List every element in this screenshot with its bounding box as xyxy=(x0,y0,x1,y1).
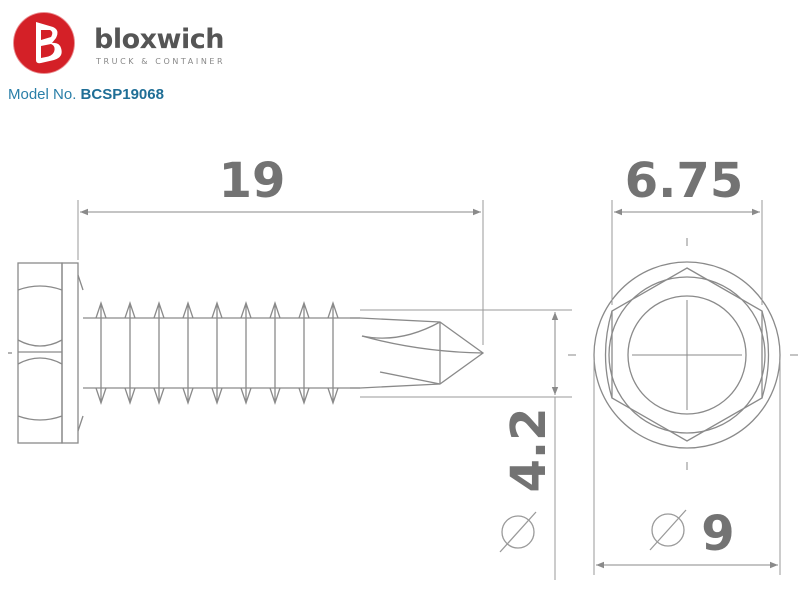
screw-side-view xyxy=(8,262,485,444)
hex-head-edge-bottom xyxy=(17,415,63,421)
length-dimension-text: 19 xyxy=(219,153,286,209)
thread-crests xyxy=(95,300,339,406)
flange-washer xyxy=(61,262,79,444)
thread-diameter-symbol-icon xyxy=(499,511,537,553)
flange-circle xyxy=(593,261,781,449)
screw-end-view xyxy=(568,238,798,470)
thread-diameter-label: 4.2 xyxy=(501,407,557,492)
model-label: Model No. xyxy=(8,86,77,103)
drill-point xyxy=(350,317,485,389)
brand-tagline: TRUCK & CONTAINER xyxy=(96,57,226,66)
across-flats-dimension-text: 6.75 xyxy=(625,153,743,209)
flange-diameter-symbol-icon xyxy=(649,509,687,551)
brand-logo: bloxwich TRUCK & CONTAINER xyxy=(10,8,250,78)
bloxwich-logo-icon xyxy=(12,11,76,75)
hex-inner-circle xyxy=(627,295,747,415)
model-number-line: Model No. BCSP19068 xyxy=(8,86,164,103)
model-number: BCSP19068 xyxy=(80,86,164,103)
hex-head-edge-top xyxy=(17,285,63,291)
brand-name: bloxwich xyxy=(94,24,224,55)
flange-diameter-text: 9 xyxy=(701,506,734,562)
hex-head-outline xyxy=(17,262,63,444)
hex-chamfer-circle xyxy=(608,276,766,434)
thread-diameter-text: 4.2 xyxy=(501,407,557,492)
